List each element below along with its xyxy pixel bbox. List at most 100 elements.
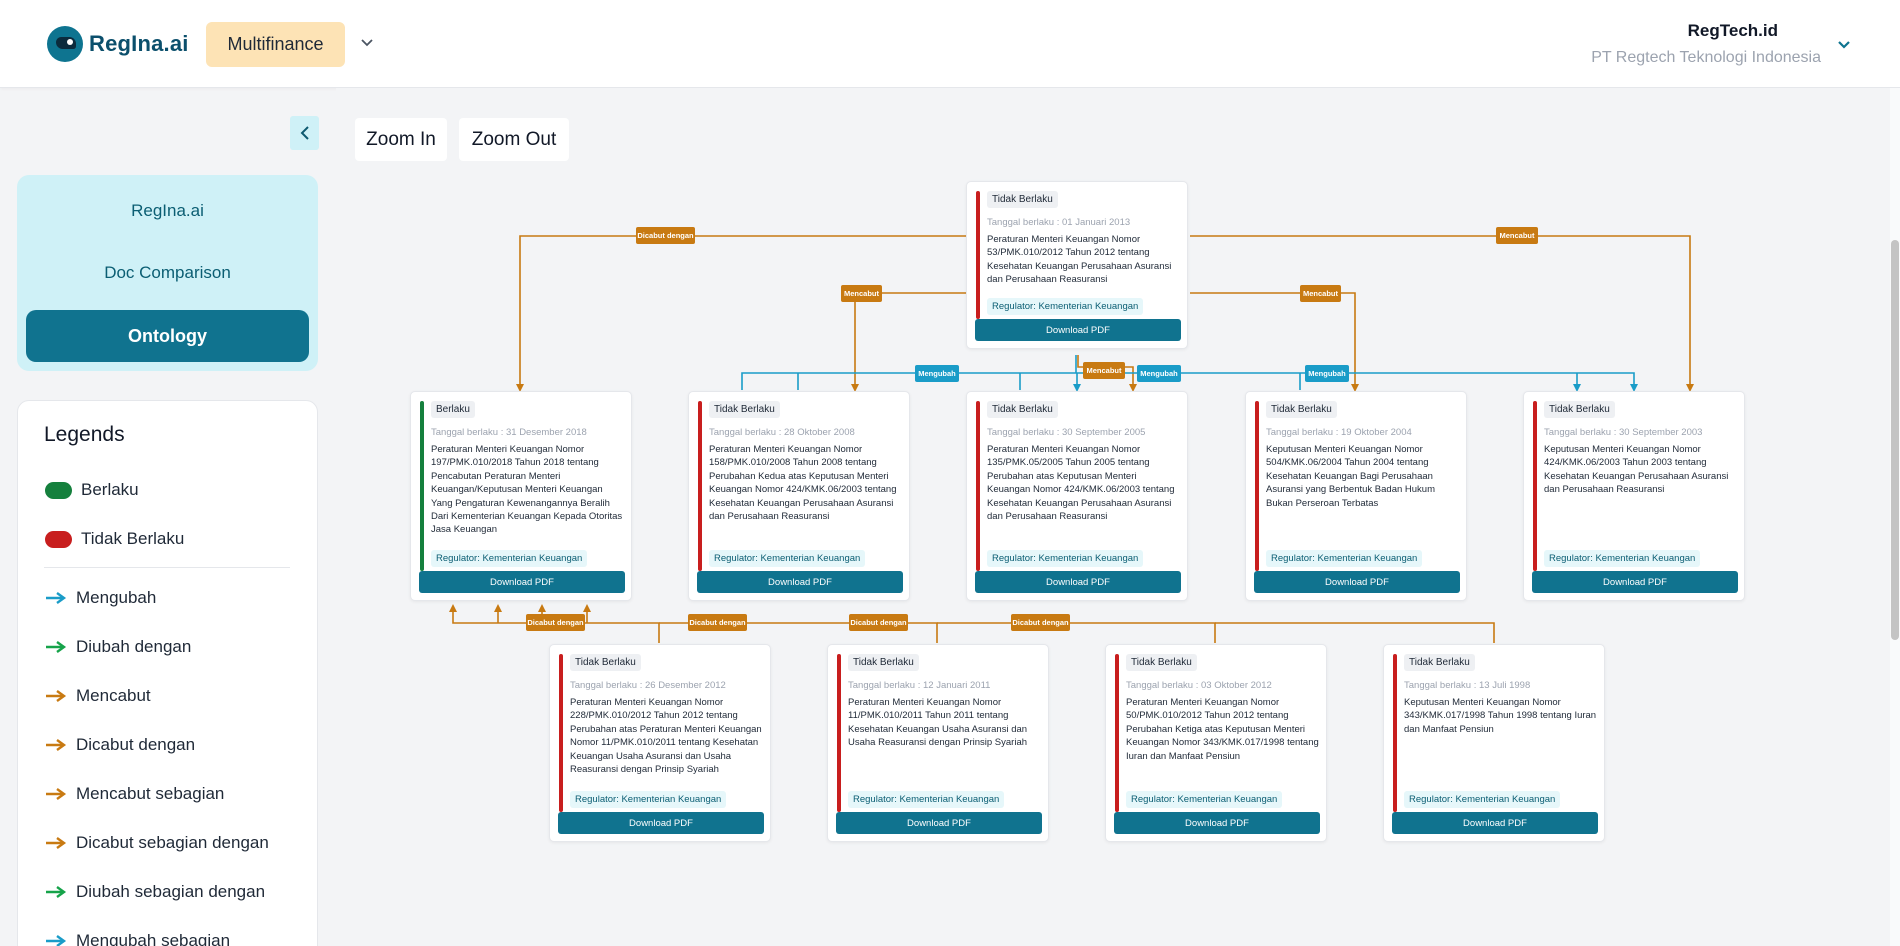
effective-date: Tanggal berlaku : 19 Oktober 2004 [1266, 427, 1412, 438]
download-pdf-button[interactable]: Download PDF [975, 319, 1181, 341]
app-logo[interactable]: RegIna.ai [47, 26, 189, 62]
regulation-description: Peraturan Menteri Keuangan Nomor 228/PMK… [570, 697, 762, 776]
legend-label: Berlaku [81, 480, 139, 499]
status-bar [1533, 401, 1537, 571]
regulator-badge: Regulator: Kementerian Keuangan [987, 298, 1144, 315]
edge-label-mengubah: Mengubah [1305, 365, 1349, 382]
regina-logo-icon [47, 26, 83, 62]
nav-item-regina[interactable]: RegIna.ai [131, 201, 204, 220]
arrow-right-icon [46, 592, 67, 604]
legend-relation-item: Diubah sebagian dengan [45, 882, 265, 902]
status-bar [837, 654, 841, 812]
regulator-badge: Regulator: Kementerian Keuangan [709, 550, 866, 567]
effective-date: Tanggal berlaku : 03 Oktober 2012 [1126, 680, 1272, 691]
download-pdf-button[interactable]: Download PDF [836, 812, 1042, 834]
legend-divider [44, 567, 290, 568]
regulator-badge: Regulator: Kementerian Keuangan [987, 550, 1144, 567]
logo-text: RegIna.ai [89, 31, 189, 56]
module-selector-button[interactable]: Multifinance [206, 22, 345, 67]
legend-label: Dicabut dengan [76, 735, 196, 754]
status-badge: Tidak Berlaku [1266, 401, 1337, 418]
regulation-description: Peraturan Menteri Keuangan Nomor 135/PMK… [987, 444, 1175, 523]
nav-item-doc-comparison[interactable]: Doc Comparison [104, 263, 231, 282]
effective-date: Tanggal berlaku : 13 Juli 1998 [1404, 680, 1531, 691]
status-badge: Tidak Berlaku [987, 401, 1058, 418]
download-pdf-button[interactable]: Download PDF [1114, 812, 1320, 834]
arrow-right-icon [46, 739, 67, 751]
legend-label: Diubah sebagian dengan [76, 882, 266, 901]
regulator-badge: Regulator: Kementerian Keuangan [1544, 550, 1701, 567]
legend-label: Mengubah sebagian [76, 931, 231, 946]
status-bar [420, 401, 424, 571]
user-menu-chevron-icon[interactable] [1835, 36, 1853, 54]
zoom-in-button[interactable]: Zoom In [355, 118, 447, 161]
regulator-badge: Regulator: Kementerian Keuangan [848, 791, 1005, 808]
effective-date: Tanggal berlaku : 30 September 2003 [1544, 427, 1703, 438]
status-badge: Tidak Berlaku [987, 191, 1058, 208]
download-pdf-button[interactable]: Download PDF [975, 571, 1181, 593]
download-pdf-button[interactable]: Download PDF [1254, 571, 1460, 593]
edge-label-mengubah: Mengubah [1137, 365, 1181, 382]
regulation-description: Keputusan Menteri Keuangan Nomor 424/KMK… [1544, 444, 1729, 496]
arrow-right-icon [46, 690, 67, 702]
chevron-down-icon[interactable] [358, 34, 376, 52]
edge-label-dicabut-dengan: Dicabut dengan [526, 614, 585, 631]
legend-label: Mencabut sebagian [76, 784, 225, 803]
arrow-right-icon [46, 935, 67, 946]
effective-date: Tanggal berlaku : 01 Januari 2013 [987, 217, 1131, 228]
edge-label-mencabut: Mencabut [841, 285, 882, 302]
red-status-pill [45, 530, 72, 548]
effective-date: Tanggal berlaku : 26 Desember 2012 [570, 680, 726, 691]
regulation-description: Peraturan Menteri Keuangan Nomor 11/PMK.… [848, 697, 1028, 749]
edge-label-dicabut-dengan: Dicabut dengan [688, 614, 747, 631]
download-pdf-button[interactable]: Download PDF [697, 571, 903, 593]
status-bar [559, 654, 563, 812]
collapse-sidebar-button[interactable] [290, 116, 319, 150]
zoom-out-button[interactable]: Zoom Out [459, 118, 569, 161]
legend-relation-item: Dicabut sebagian dengan [45, 833, 269, 853]
status-badge: Tidak Berlaku [848, 654, 919, 671]
download-pdf-button[interactable]: Download PDF [558, 812, 764, 834]
regulation-description: Peraturan Menteri Keuangan Nomor 158/PMK… [709, 444, 897, 523]
edge-label-dicabut-dengan: Dicabut dengan [1011, 614, 1070, 631]
status-badge: Berlaku [431, 401, 475, 418]
scrollbar-thumb[interactable] [1891, 240, 1899, 640]
nav-item-ontology[interactable]: Ontology [26, 310, 309, 362]
regulator-badge: Regulator: Kementerian Keuangan [431, 550, 588, 567]
edge-label-mengubah: Mengubah [915, 365, 959, 382]
regulation-description: Peraturan Menteri Keuangan Nomor 197/PMK… [431, 444, 623, 536]
legend-label: Diubah dengan [76, 637, 192, 656]
edge-label-dicabut-dengan: Dicabut dengan [849, 614, 908, 631]
download-pdf-button[interactable]: Download PDF [419, 571, 625, 593]
edge-label-mencabut: Mencabut [1496, 227, 1538, 244]
status-bar [1393, 654, 1397, 812]
user-organization: PT Regtech Teknologi Indonesia [1591, 49, 1821, 66]
effective-date: Tanggal berlaku : 30 September 2005 [987, 427, 1146, 438]
arrow-right-icon [46, 837, 67, 849]
arrow-right-icon [46, 788, 67, 800]
arrow-right-icon [46, 641, 67, 653]
download-pdf-button[interactable]: Download PDF [1392, 812, 1598, 834]
regulator-badge: Regulator: Kementerian Keuangan [1404, 791, 1561, 808]
legend-title: Legends [44, 423, 125, 446]
legend-berlaku: Berlaku [45, 480, 139, 500]
arrow-right-icon [46, 886, 67, 898]
download-pdf-button[interactable]: Download PDF [1532, 571, 1738, 593]
legend-tidak-berlaku: Tidak Berlaku [45, 529, 184, 549]
effective-date: Tanggal berlaku : 31 Desember 2018 [431, 427, 587, 438]
status-bar [1115, 654, 1119, 812]
edge-label-mencabut: Mencabut [1083, 362, 1125, 379]
sidebar-nav: RegIna.ai Doc Comparison Ontology [17, 175, 318, 371]
edge-label-dicabut-dengan: Dicabut dengan [636, 227, 695, 244]
